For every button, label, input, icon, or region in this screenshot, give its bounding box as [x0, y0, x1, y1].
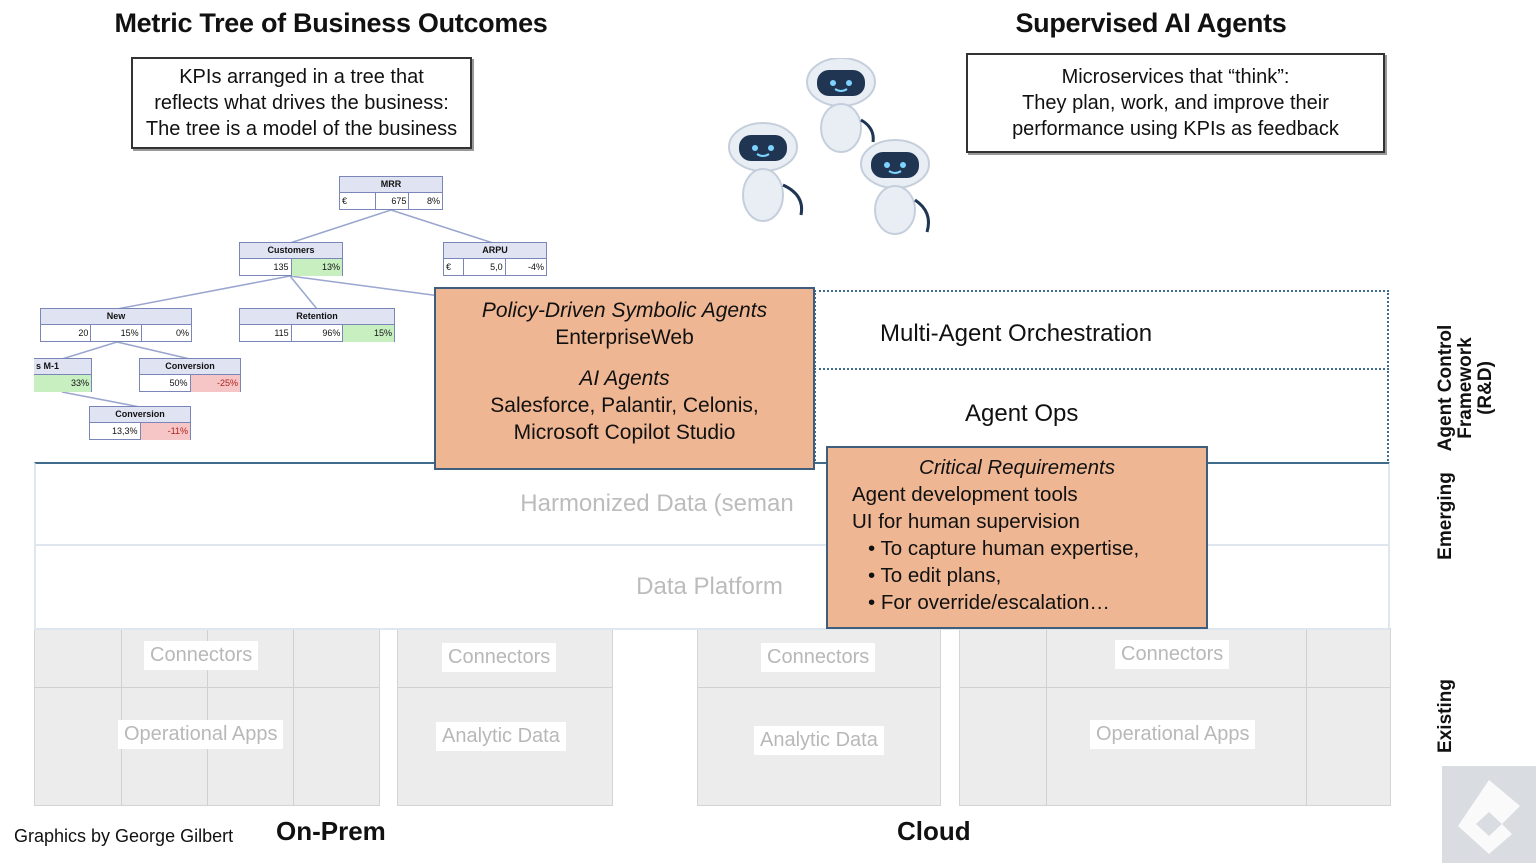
kpi-node-name: New: [41, 309, 191, 325]
kpi-cell: 33%: [34, 375, 91, 392]
multi-agent-orchestration-label: Multi-Agent Orchestration: [880, 320, 1153, 347]
kpi-cell: 96%: [292, 325, 344, 342]
robot-icon: [860, 139, 930, 235]
agent-ops-label: Agent Ops: [965, 400, 1079, 427]
kpi-cell: 20: [41, 325, 92, 342]
metric-tree-title: Metric Tree of Business Outcomes: [114, 8, 548, 38]
kpi-node-name: ARPU: [444, 243, 546, 259]
on-prem-label: On-Prem: [276, 816, 386, 846]
connectors-label: Connectors: [442, 643, 557, 672]
bullet-icon: •: [868, 564, 881, 587]
kpi-cell: 15%: [91, 325, 142, 342]
kpi-cell: €: [340, 193, 376, 210]
existing-label: Existing: [1435, 679, 1456, 753]
agent-control-framework-label: Agent Control Framework (R&D): [1435, 308, 1496, 468]
policy-agents-heading: Policy-Driven Symbolic Agents: [481, 299, 768, 322]
kpi-cell: 15%: [343, 325, 395, 342]
kpi-cell: €: [444, 259, 465, 276]
agents-title: Supervised AI Agents: [1015, 8, 1287, 38]
requirement-item: UI for human supervision: [852, 510, 1080, 533]
corner-logo: [1442, 766, 1536, 863]
kpi-cell: 8%: [427, 196, 441, 206]
kpi-cell: -11%: [140, 423, 190, 440]
operational-apps-label: Operational Apps: [118, 720, 284, 749]
agents-desc-line2: They plan, work, and improve their: [1022, 92, 1329, 114]
requirement-bullet: To edit plans,: [880, 564, 1002, 587]
kpi-desc-line1: KPIs arranged in a tree that: [179, 66, 424, 88]
ai-agents-vendors-line1: Salesforce, Palantir, Celonis,: [490, 394, 759, 417]
kpi-node-name: Conversion: [140, 359, 240, 375]
kpi-node-arpu: ARPU €5,0 -4%: [443, 242, 547, 276]
graphics-credit: Graphics by George Gilbert: [14, 826, 234, 846]
emerging-label: Emerging: [1435, 472, 1456, 560]
kpi-cell: 13%: [291, 259, 342, 276]
agents-desc-line3: performance using KPIs as feedback: [1012, 118, 1339, 140]
kpi-cell: 50%: [140, 375, 191, 392]
critical-requirements-box: Critical Requirements Agent development …: [826, 446, 1208, 629]
analytic-data-label: Analytic Data: [436, 722, 566, 751]
kpi-node-name: s M-1: [34, 359, 91, 375]
critical-requirements-heading: Critical Requirements: [919, 456, 1115, 479]
kpi-node-name: Conversion: [90, 407, 190, 423]
kpi-node-name: Customers: [240, 243, 342, 259]
analytic-data-label: Analytic Data: [754, 726, 884, 755]
side-label-line: Agent Control: [1435, 324, 1456, 452]
kpi-desc-line3: The tree is a model of the business: [145, 118, 458, 140]
kpi-node-name: Retention: [240, 309, 394, 325]
kpi-cell: 675: [376, 193, 410, 210]
robot-icon: [728, 122, 804, 222]
side-label-line: (R&D): [1475, 361, 1496, 415]
logo-icon: [1458, 780, 1520, 854]
robot-icon: [806, 58, 876, 153]
agents-description-box: Microservices that “think”: They plan, w…: [966, 53, 1385, 153]
ai-agents-vendors-line2: Microsoft Copilot Studio: [513, 421, 736, 444]
connectors-label: Connectors: [144, 641, 259, 670]
multi-agent-orchestration-band: [814, 290, 1389, 370]
kpi-desc-line2: reflects what drives the business:: [154, 92, 449, 114]
kpi-cell: 5,0: [464, 259, 506, 276]
kpi-cell: -4%: [527, 262, 544, 272]
kpi-node-m1: s M-1 33%: [34, 358, 92, 392]
requirement-bullet: For override/escalation…: [880, 591, 1110, 614]
ai-agents-heading: AI Agents: [579, 367, 670, 390]
bullet-icon: •: [868, 537, 881, 560]
kpi-node-mrr: MRR €675 8%: [339, 176, 443, 210]
harmonized-data-label: Harmonized Data (seman: [520, 490, 794, 517]
cloud-label: Cloud: [897, 816, 971, 846]
tree-connectors: [61, 209, 494, 408]
data-platform-label: Data Platform: [636, 573, 783, 600]
requirement-bullet: To capture human expertise,: [880, 537, 1140, 560]
kpi-node-conversion: Conversion 13,3%-11%: [89, 406, 191, 440]
connectors-label: Connectors: [1115, 640, 1230, 669]
kpi-node-name: MRR: [340, 177, 442, 193]
kpi-description-box: KPIs arranged in a tree that reflects wh…: [131, 57, 472, 149]
kpi-cell: -25%: [190, 375, 240, 392]
kpi-cell: 115: [240, 325, 292, 342]
agents-desc-line1: Microservices that “think”:: [1061, 66, 1290, 88]
side-label-line: Framework: [1455, 337, 1476, 439]
robots-illustration: [728, 58, 930, 235]
requirement-item: Agent development tools: [852, 483, 1078, 506]
connectors-label: Connectors: [761, 643, 876, 672]
kpi-node-conversion: Conversion 50%-25%: [139, 358, 241, 392]
bullet-icon: •: [868, 591, 881, 614]
kpi-cell: 135: [240, 259, 292, 276]
agents-vendor-box: Policy-Driven Symbolic Agents Enterprise…: [434, 287, 815, 470]
kpi-cell: 0%: [175, 328, 189, 338]
operational-apps-label: Operational Apps: [1090, 720, 1256, 749]
policy-agents-vendor: EnterpriseWeb: [555, 326, 694, 349]
kpi-cell: 13,3%: [90, 423, 141, 440]
